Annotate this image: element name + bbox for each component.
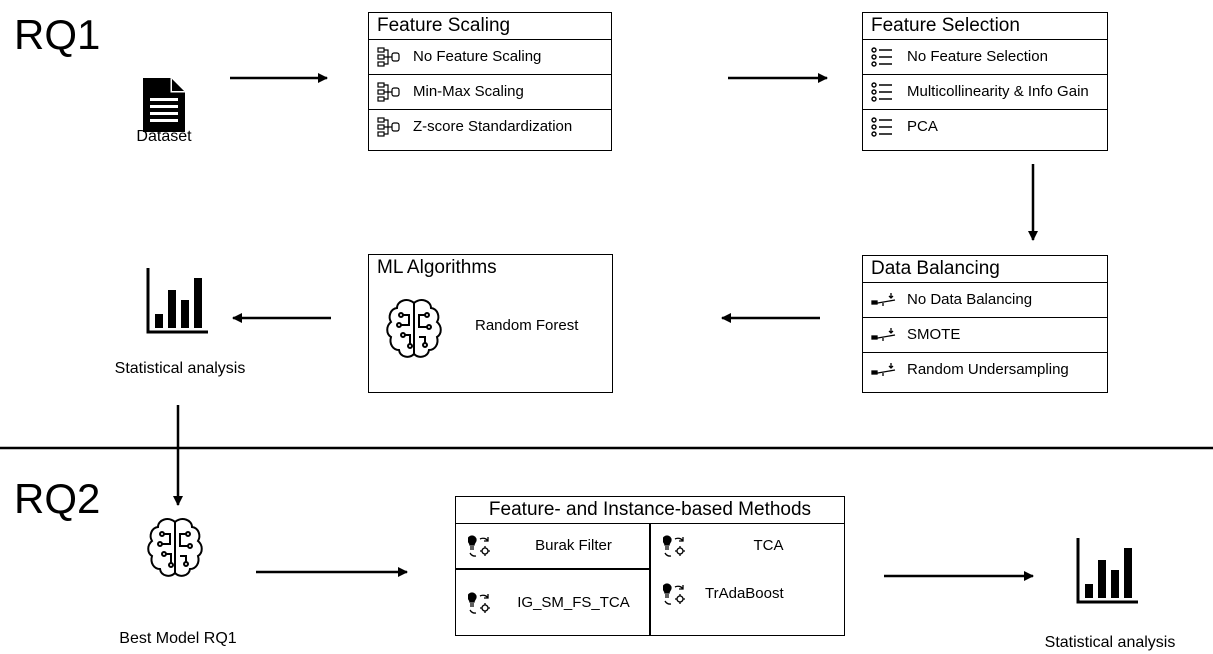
method-cell: TCA — [651, 523, 844, 568]
method-label: IG_SM_FS_TCA — [517, 594, 630, 611]
ml-algorithms-box: ML Algorithms Random Forest — [368, 254, 613, 393]
list-icon — [871, 81, 903, 103]
feature-selection-item: Multicollinearity & Info Gain — [863, 75, 1107, 110]
feature-scaling-title: Feature Scaling — [369, 13, 611, 40]
method-label: TrAdaBoost — [705, 585, 784, 602]
feature-selection-item: No Feature Selection — [863, 40, 1107, 75]
balance-icon — [871, 324, 903, 346]
rq1-title: RQ1 — [14, 11, 101, 58]
method-label: Burak Filter — [535, 537, 612, 554]
feature-scaling-label: No Feature Scaling — [413, 48, 542, 65]
transfer-icon — [663, 534, 693, 557]
feature-scaling-label: Min-Max Scaling — [413, 83, 524, 100]
data-balancing-label: SMOTE — [907, 326, 961, 343]
ml-algorithm-label: Random Forest — [475, 317, 579, 334]
bar-chart-icon — [1076, 538, 1140, 604]
feature-scaling-item: Z-score Standardization — [369, 110, 611, 144]
data-balancing-title: Data Balancing — [863, 256, 1107, 283]
feature-scaling-item: No Feature Scaling — [369, 40, 611, 75]
balance-icon — [871, 289, 903, 311]
feature-scaling-label: Z-score Standardization — [413, 118, 573, 135]
dataset-label: Dataset — [136, 128, 192, 145]
feature-selection-label: Multicollinearity & Info Gain — [907, 83, 1089, 100]
brain-icon — [146, 516, 204, 580]
feature-selection-label: PCA — [907, 118, 938, 135]
scaling-icon — [377, 116, 409, 138]
transfer-icon — [468, 591, 498, 614]
feature-selection-box: Feature Selection No Feature Selection M… — [862, 12, 1108, 151]
method-cell: IG_SM_FS_TCA — [456, 570, 649, 635]
stats-label-rq2: Statistical analysis — [1044, 634, 1176, 651]
methods-title: Feature- and Instance-based Methods — [456, 497, 844, 524]
list-icon — [871, 116, 903, 138]
method-cell: Burak Filter — [456, 523, 649, 568]
list-icon — [871, 46, 903, 68]
grid-divider-h — [456, 568, 649, 570]
grid-divider-v — [649, 523, 651, 635]
transfer-icon — [468, 534, 498, 557]
data-balancing-item: Random Undersampling — [863, 353, 1107, 387]
data-balancing-label: No Data Balancing — [907, 291, 1033, 308]
bar-chart-icon — [146, 268, 210, 334]
document-icon — [143, 78, 185, 132]
data-balancing-item: No Data Balancing — [863, 283, 1107, 318]
data-balancing-item: SMOTE — [863, 318, 1107, 353]
method-label: TCA — [753, 537, 784, 554]
feature-selection-item: PCA — [863, 110, 1107, 144]
stats-label-rq1: Statistical analysis — [114, 360, 246, 377]
feature-selection-label: No Feature Selection — [907, 48, 1048, 65]
scaling-icon — [377, 81, 409, 103]
best-model-label: Best Model RQ1 — [119, 630, 237, 647]
feature-scaling-box: Feature Scaling No Feature Scaling Min-M… — [368, 12, 612, 151]
feature-selection-title: Feature Selection — [863, 13, 1107, 40]
feature-scaling-item: Min-Max Scaling — [369, 75, 611, 110]
scaling-icon — [377, 46, 409, 68]
transfer-icon — [663, 582, 693, 605]
brain-icon — [385, 297, 443, 361]
method-cell: TrAdaBoost — [651, 561, 844, 626]
ml-algorithms-title: ML Algorithms — [377, 257, 497, 278]
rq2-title: RQ2 — [14, 475, 101, 522]
methods-box: Feature- and Instance-based Methods Bura… — [455, 496, 845, 636]
data-balancing-label: Random Undersampling — [907, 361, 1069, 378]
balance-icon — [871, 359, 903, 381]
data-balancing-box: Data Balancing No Data Balancing SMOTE R… — [862, 255, 1108, 393]
